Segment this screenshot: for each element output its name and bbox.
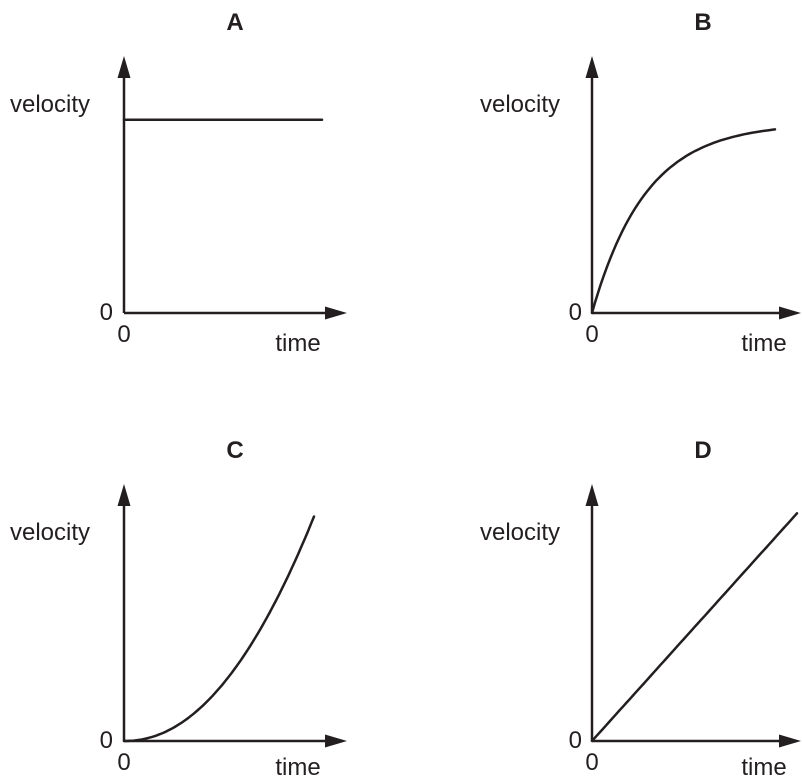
- graph-d-title: D: [694, 437, 711, 464]
- graph-a: A velocity 0 0 time: [10, 9, 347, 357]
- graph-a-title: A: [226, 9, 243, 36]
- graph-d-curve: [590, 512, 799, 743]
- graph-d-y-axis-arrow: [585, 484, 599, 506]
- graph-a-x-origin-label: 0: [117, 321, 130, 348]
- graph-c-x-axis-label: time: [275, 754, 320, 778]
- graph-a-y-axis-label: velocity: [10, 91, 90, 118]
- graph-c-y-origin-label: 0: [100, 727, 113, 754]
- graph-d-y-origin-label: 0: [569, 727, 582, 754]
- graph-b-y-axis-arrow: [585, 56, 599, 78]
- graph-d-y-axis-label: velocity: [480, 519, 560, 546]
- graph-a-x-axis-label: time: [275, 330, 320, 357]
- graph-d: D velocity 0 0 time: [480, 437, 801, 778]
- graph-b-title: B: [694, 9, 711, 36]
- graph-c-x-origin-label: 0: [117, 749, 130, 776]
- graph-a-x-axis-arrow: [325, 306, 347, 320]
- graph-a-y-axis-arrow: [117, 56, 131, 78]
- graph-c-y-axis-label: velocity: [10, 519, 90, 546]
- graph-b-x-axis-arrow: [779, 306, 801, 320]
- graph-d-x-axis-label: time: [741, 754, 786, 778]
- graph-c: C velocity 0 0 time: [10, 437, 347, 778]
- graph-b-y-axis-label: velocity: [480, 91, 560, 118]
- graph-b-curve: [590, 128, 777, 315]
- graph-c-y-axis-arrow: [117, 484, 131, 506]
- graph-d-x-axis-arrow: [779, 734, 801, 748]
- graph-c-title: C: [226, 437, 243, 464]
- graph-c-x-axis-arrow: [325, 734, 347, 748]
- graph-b: B velocity 0 0 time: [480, 9, 801, 357]
- graph-b-x-axis-label: time: [741, 330, 786, 357]
- graph-b-x-origin-label: 0: [585, 321, 598, 348]
- graph-c-curve: [122, 515, 316, 743]
- graph-b-y-origin-label: 0: [569, 299, 582, 326]
- graph-d-x-origin-label: 0: [585, 749, 598, 776]
- graph-a-y-origin-label: 0: [100, 299, 113, 326]
